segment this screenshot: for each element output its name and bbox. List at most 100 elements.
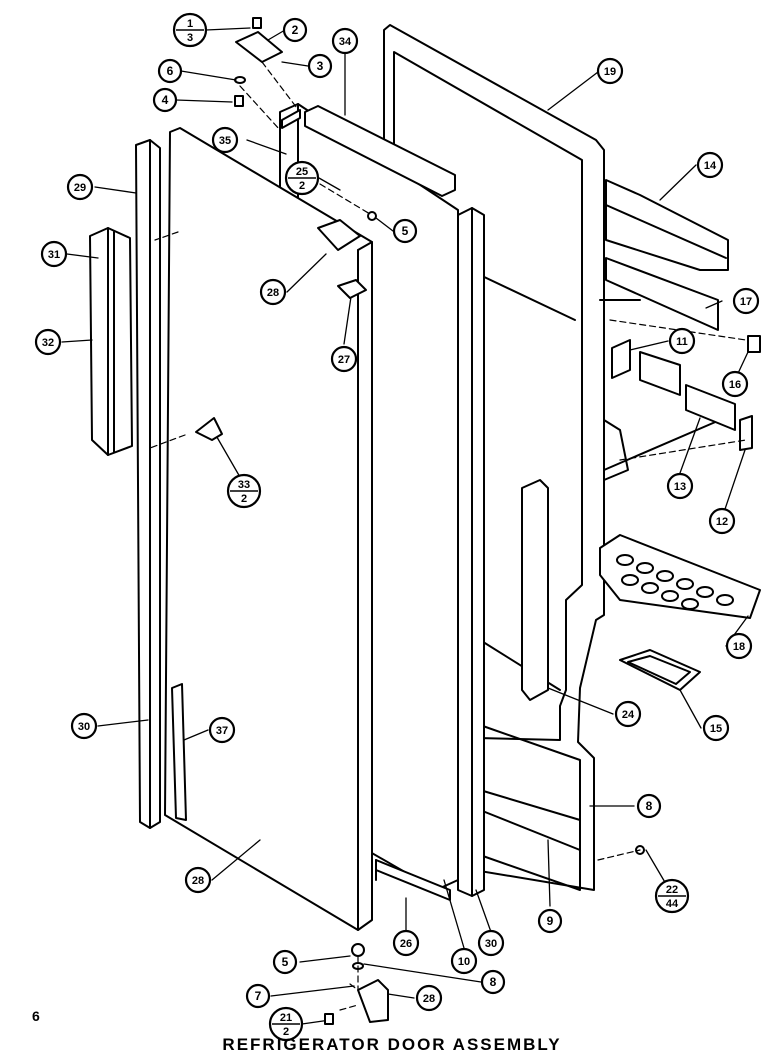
callout-number: 4: [162, 93, 169, 107]
callout-c13: 13: [666, 472, 694, 500]
callout-circle: [392, 218, 418, 244]
callout-number: 18: [733, 641, 745, 653]
callout-c9: 9: [537, 908, 563, 934]
center-divider-bar: [521, 479, 549, 701]
callout-c27: 27: [330, 345, 358, 373]
callout-number: 16: [729, 379, 741, 391]
callout-number: 14: [704, 160, 717, 172]
callout-c17: 17: [732, 287, 760, 315]
callout-number: 28: [423, 993, 435, 1005]
callout-number: 37: [216, 725, 228, 737]
callout-number: 35: [219, 135, 231, 147]
callout-circle: [282, 17, 308, 43]
callout-c33-2: 332: [226, 473, 262, 509]
callout-number: 5: [282, 955, 289, 969]
callout-c28-top: 28: [259, 278, 287, 306]
callout-circle: [668, 327, 696, 355]
bottom-handle-insert: [171, 683, 187, 821]
callout-c2: 2: [282, 17, 308, 43]
callout-circle: [708, 507, 736, 535]
callout-number: 28: [267, 287, 279, 299]
callout-denominator: 2: [299, 180, 305, 192]
egg-tray: [599, 534, 761, 619]
callout-numerator: 33: [238, 479, 250, 491]
callout-circle: [614, 700, 642, 728]
callout-c6-top: 6: [157, 58, 183, 84]
callout-c31: 31: [40, 240, 68, 268]
shelf-bin-2: [685, 384, 736, 431]
callout-denominator: 44: [666, 898, 679, 910]
callout-c8-bottom: 8: [480, 969, 506, 995]
callout-number: 5: [402, 224, 409, 238]
callout-circle: [596, 57, 624, 85]
top-breaker-strip: [304, 105, 456, 197]
callout-number: 15: [710, 723, 722, 735]
callout-c30-left: 30: [70, 712, 98, 740]
callout-c8-right: 8: [636, 793, 662, 819]
shelf-bracket-left: [611, 339, 631, 379]
callout-c5-top: 5: [392, 218, 418, 244]
callout-numerator: 25: [296, 166, 308, 178]
callout-c28-mid: 28: [184, 866, 212, 894]
callout-circle: [330, 345, 358, 373]
callout-denominator: 3: [187, 32, 193, 44]
callout-c26: 26: [392, 929, 420, 957]
bottom-hinge-bracket: [357, 979, 389, 1023]
callout-c30-bottom: 30: [477, 929, 505, 957]
callout-number: 29: [74, 182, 86, 194]
callout-c37: 37: [208, 716, 236, 744]
callout-c29: 29: [66, 173, 94, 201]
callout-c10: 10: [450, 947, 478, 975]
callout-number: 7: [255, 989, 262, 1003]
callout-c19-top: 19: [596, 57, 624, 85]
callout-numerator: 22: [666, 884, 678, 896]
callout-c15: 15: [702, 714, 730, 742]
callout-c11: 11: [668, 327, 696, 355]
callout-circle: [732, 287, 760, 315]
callout-c35: 35: [211, 126, 239, 154]
callout-number: 8: [646, 799, 653, 813]
callout-number: 9: [547, 914, 554, 928]
callout-circle: [157, 58, 183, 84]
callout-circle: [721, 370, 749, 398]
callout-circle: [666, 472, 694, 500]
callout-number: 13: [674, 481, 686, 493]
callout-number: 8: [490, 975, 497, 989]
callout-denominator: 2: [283, 1026, 289, 1038]
callout-c25-2: 252: [284, 160, 320, 196]
callout-c4: 4: [152, 87, 178, 113]
callout-number: 27: [338, 354, 350, 366]
callout-c12: 12: [708, 507, 736, 535]
door-handle: [89, 227, 133, 456]
callout-circle: [636, 793, 662, 819]
diagram-title: REFRIGERATOR DOOR ASSEMBLY: [222, 1035, 562, 1054]
callout-circle: [331, 27, 359, 55]
callout-number: 17: [740, 296, 752, 308]
callout-number: 10: [458, 956, 470, 968]
callout-circle: [245, 983, 271, 1009]
left-trim-strip: [135, 139, 161, 829]
callout-number: 19: [604, 66, 616, 78]
callout-circle: [307, 53, 333, 79]
callout-number: 34: [339, 36, 352, 48]
top-hinge: [235, 31, 283, 63]
callout-number: 6: [167, 64, 174, 78]
callout-circle: [725, 632, 753, 660]
callout-circle: [537, 908, 563, 934]
callout-number: 28: [192, 875, 204, 887]
callout-circle: [415, 984, 443, 1012]
shelf-rail: [605, 179, 729, 271]
callout-circle: [392, 929, 420, 957]
callout-c34: 34: [331, 27, 359, 55]
callout-c14: 14: [696, 151, 724, 179]
callout-number: 26: [400, 938, 412, 950]
callout-circle: [477, 929, 505, 957]
callout-number: 30: [78, 721, 90, 733]
callout-circle: [184, 866, 212, 894]
callout-circle: [40, 240, 68, 268]
callout-circle: [152, 87, 178, 113]
callout-c7: 7: [245, 983, 271, 1009]
callout-number: 3: [317, 59, 324, 73]
callout-circle: [70, 712, 98, 740]
